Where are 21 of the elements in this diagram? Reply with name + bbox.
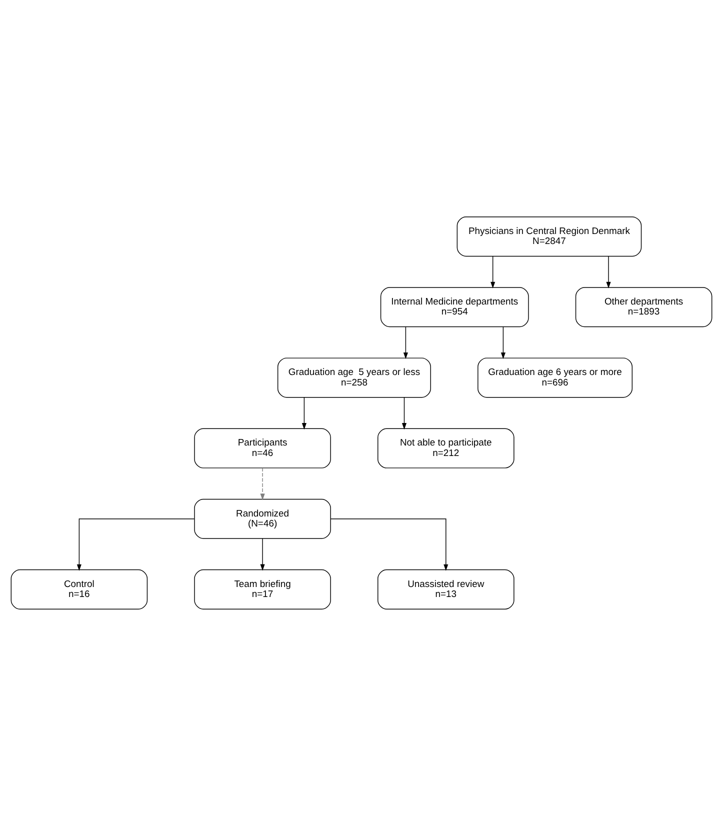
arrow bbox=[76, 518, 195, 571]
arrow bbox=[490, 256, 496, 288]
node-box: Not able to participate n=212 bbox=[378, 428, 514, 468]
arrow bbox=[302, 397, 306, 430]
arrow bbox=[260, 538, 265, 571]
node-box: Physicians in Central Region Denmark N=2847 bbox=[456, 216, 642, 257]
arrow bbox=[260, 468, 265, 500]
node-box: Other departments n=1893 bbox=[575, 287, 712, 328]
arrow bbox=[330, 518, 448, 571]
node-box: Graduation age 5 years or less n=258 bbox=[277, 358, 431, 398]
node-box: Team briefing n=17 bbox=[194, 569, 331, 610]
node-box: Unassisted review n=13 bbox=[378, 569, 514, 610]
node-box: Participants n=46 bbox=[194, 428, 331, 468]
arrow bbox=[606, 256, 611, 288]
node-box: Internal Medicine departments n=954 bbox=[380, 287, 529, 328]
node-box: Randomized (N=46) bbox=[194, 498, 331, 539]
arrow bbox=[500, 326, 506, 360]
node-box: Graduation age 6 years or more n=696 bbox=[478, 358, 633, 398]
arrow bbox=[402, 397, 407, 430]
node-box: Control n=16 bbox=[10, 569, 148, 610]
arrow bbox=[403, 326, 408, 360]
